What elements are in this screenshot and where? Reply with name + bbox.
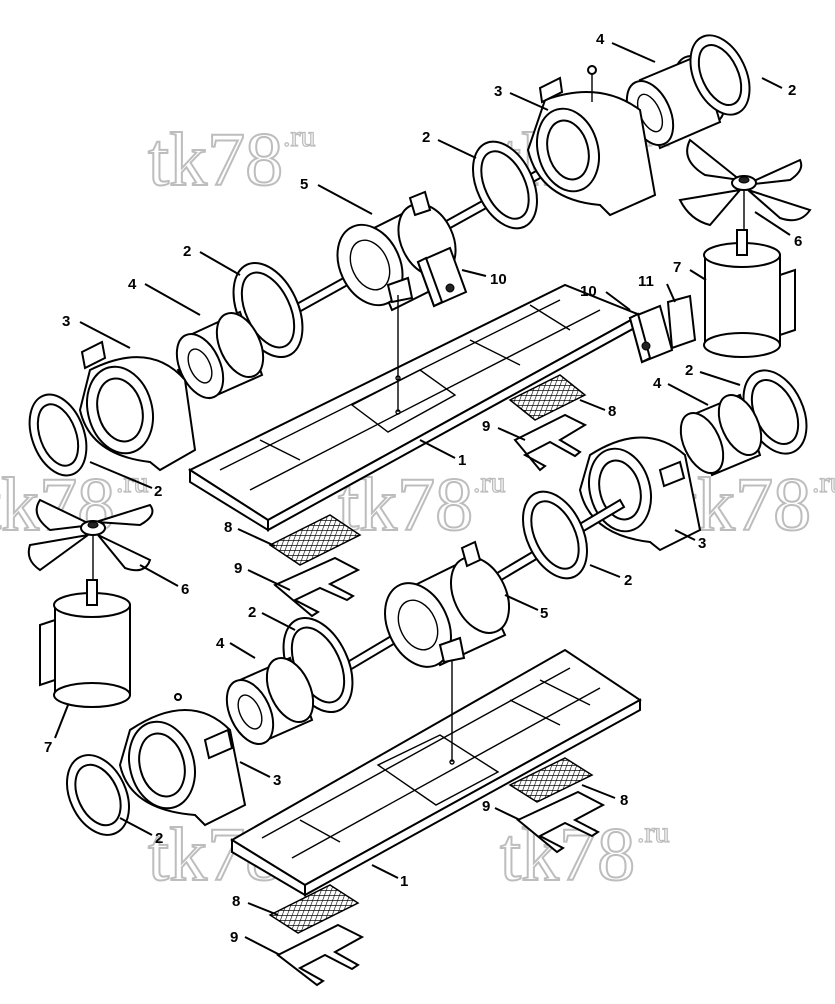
callout-7: 7 — [44, 739, 52, 756]
callout-8: 8 — [224, 519, 232, 536]
middle-left-bracket — [273, 556, 361, 618]
callout-11: 11 — [638, 273, 654, 290]
upper-right-blower-housing — [526, 65, 657, 217]
callout-2: 2 — [788, 82, 796, 99]
middle-left-ring-detached — [28, 393, 88, 477]
callout-4: 4 — [596, 31, 605, 48]
upper-left-blower-housing — [78, 340, 197, 472]
callout-9: 9 — [230, 929, 238, 946]
callout-2: 2 — [155, 830, 163, 847]
lower-motor — [384, 540, 511, 668]
middle-left-grille — [268, 514, 362, 566]
upper-base-pan — [187, 283, 643, 532]
callout-3: 3 — [494, 83, 502, 100]
lower-left-ring-detached — [66, 754, 130, 836]
callout-2: 2 — [183, 243, 191, 260]
lower-left-blower-housing — [118, 693, 247, 827]
upper-right-fan — [678, 138, 812, 240]
callout-2: 2 — [154, 483, 162, 500]
upper-right-switch-box — [628, 294, 697, 364]
watermark-suffix: .ru — [637, 816, 670, 849]
watermark-text: tk78 — [148, 118, 283, 202]
watermark-suffix: .ru — [812, 466, 835, 499]
callout-leaders — [54, 42, 791, 956]
callout-2: 2 — [624, 572, 632, 589]
upper-right-motor — [703, 229, 796, 358]
middle-right-blower-housing — [578, 436, 702, 552]
callout-8: 8 — [620, 792, 628, 809]
watermark-text: tk78 — [500, 813, 635, 897]
callout-6: 6 — [181, 581, 189, 598]
callout-7: 7 — [673, 259, 681, 276]
middle-right-blower-wheel — [679, 393, 763, 477]
left-motor — [39, 579, 131, 708]
callout-4: 4 — [128, 276, 137, 293]
upper-center-ring — [472, 140, 538, 230]
callout-6: 6 — [794, 233, 802, 250]
upper-left-blower-wheel — [175, 310, 265, 400]
lower-left-blower-wheel — [225, 656, 315, 745]
upper-switch-box — [416, 246, 468, 308]
callout-9: 9 — [482, 798, 490, 815]
lower-left-bracket — [276, 923, 365, 987]
watermark-suffix: .ru — [283, 120, 316, 153]
callout-2: 2 — [248, 604, 256, 621]
lower-left-grille — [268, 884, 360, 934]
callout-3: 3 — [698, 535, 706, 552]
lower-base-pan — [230, 648, 642, 897]
callout-5: 5 — [300, 176, 308, 193]
upper-right-grille — [508, 374, 587, 421]
callout-9: 9 — [234, 560, 242, 577]
callout-labels: 4 2 3 2 5 2 4 3 10 6 7 11 10 4 2 8 9 1 2… — [44, 31, 802, 946]
watermark-text: tk78 — [676, 463, 811, 547]
watermark-suffix: .ru — [116, 466, 149, 499]
callout-3: 3 — [273, 772, 281, 789]
callout-8: 8 — [232, 893, 240, 910]
upper-right-bracket — [513, 413, 588, 472]
callout-8: 8 — [608, 403, 616, 420]
callout-2: 2 — [685, 362, 693, 379]
callout-4: 4 — [653, 375, 662, 392]
watermark-suffix: .ru — [473, 466, 506, 499]
callout-3: 3 — [62, 313, 70, 330]
lower-right-grille — [508, 757, 594, 803]
callout-1: 1 — [458, 452, 466, 469]
callout-5: 5 — [540, 605, 548, 622]
callout-4: 4 — [216, 635, 225, 652]
lower-right-bracket — [516, 790, 606, 854]
callout-2: 2 — [422, 129, 430, 146]
upper-right-ring — [689, 34, 751, 116]
callout-10: 10 — [490, 271, 507, 288]
callout-1: 1 — [400, 873, 408, 890]
callout-9: 9 — [482, 418, 490, 435]
lower-right-ring — [522, 490, 588, 580]
callout-10: 10 — [580, 283, 597, 300]
